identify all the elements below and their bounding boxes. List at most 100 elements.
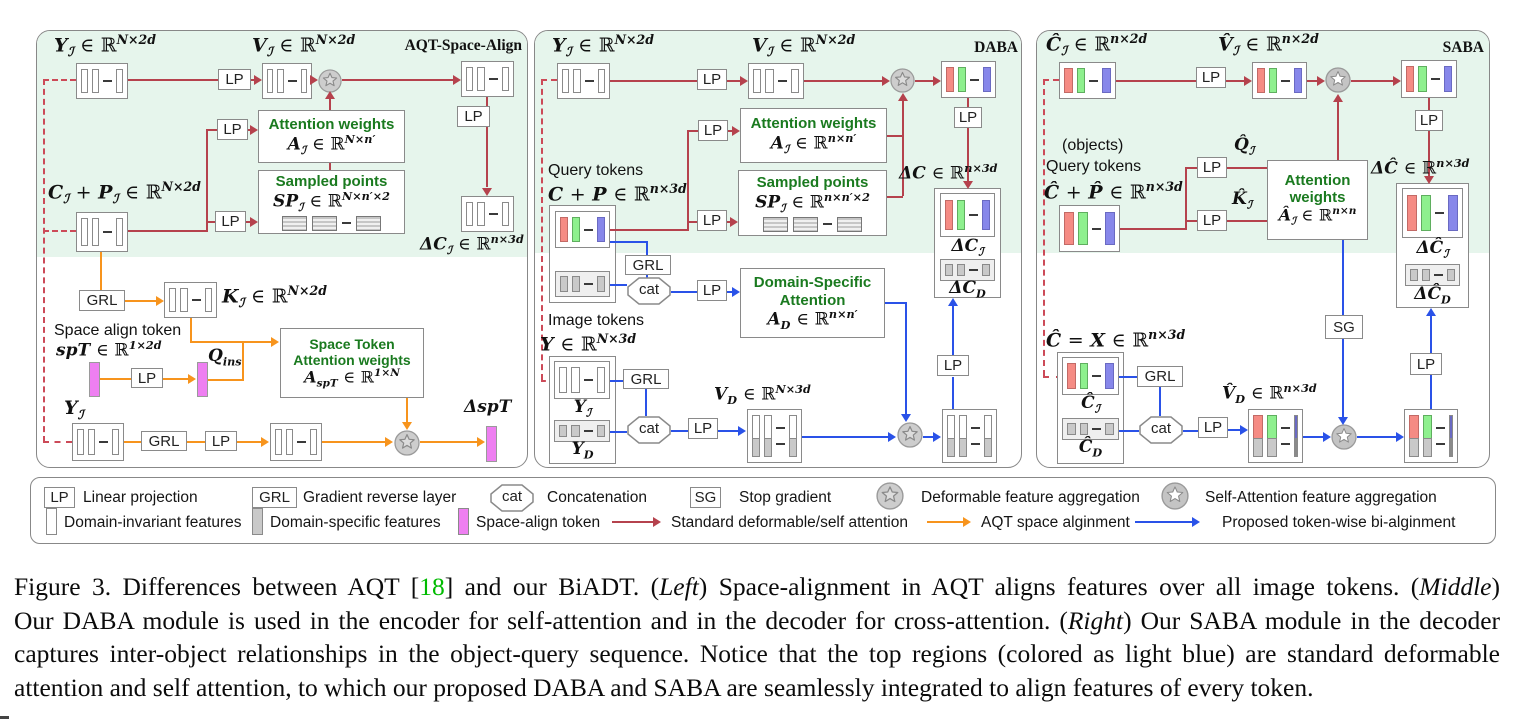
formula-cd: ĈD bbox=[1078, 437, 1103, 460]
query-pos-token-box bbox=[76, 212, 128, 252]
space-align-bar-icon bbox=[458, 508, 469, 535]
flow-line bbox=[718, 430, 739, 433]
arrowhead bbox=[1244, 76, 1252, 86]
flow-line bbox=[163, 378, 189, 381]
grl-block: GRL bbox=[1137, 366, 1183, 387]
objects-label: (objects) bbox=[1062, 137, 1124, 154]
red-arrow-icon bbox=[612, 521, 654, 524]
lp-block: LP bbox=[217, 119, 248, 140]
identity-dashed-line bbox=[43, 230, 76, 232]
flow-line bbox=[187, 441, 205, 444]
flow-line bbox=[100, 252, 103, 290]
formula-qins: Qins bbox=[208, 346, 242, 369]
grl-block: GRL bbox=[252, 487, 297, 508]
formula-yall: Y ∈ ℝN×3d bbox=[540, 331, 637, 356]
value-token-box bbox=[262, 63, 312, 99]
flow-line bbox=[967, 98, 970, 107]
formula-cp: Ĉ + P̂ ∈ ℝn×3d bbox=[1044, 179, 1183, 204]
panel-title: DABA bbox=[974, 39, 1018, 56]
identity-dashed-line bbox=[541, 79, 557, 81]
legend-label: Domain-specific features bbox=[270, 514, 441, 531]
attention-weights-title: Attention weights bbox=[268, 116, 395, 134]
query-token-box bbox=[1059, 62, 1116, 99]
lp-block: LP bbox=[205, 431, 237, 451]
attention-weights-box: Attention weights Aℐ ∈ ℝN×n′ bbox=[258, 110, 405, 163]
dsa-title: Domain-Specific bbox=[753, 274, 872, 292]
flow-line bbox=[124, 441, 141, 444]
flow-line bbox=[952, 377, 955, 409]
legend-label: Space-align token bbox=[476, 514, 601, 531]
flow-line bbox=[1119, 430, 1139, 433]
arrowhead bbox=[1424, 176, 1434, 184]
flow-line bbox=[610, 431, 627, 434]
flow-line bbox=[206, 129, 209, 232]
image-token-spec-box bbox=[554, 420, 610, 442]
flow-line bbox=[1226, 80, 1245, 83]
arrowhead bbox=[1192, 517, 1200, 527]
flow-line bbox=[1303, 436, 1324, 439]
flow-line bbox=[242, 341, 245, 381]
lp-block: LP bbox=[697, 69, 727, 90]
lp-block: LP bbox=[1196, 67, 1226, 88]
figure-caption: Figure 3. Differences between AQT [18] a… bbox=[14, 572, 1500, 706]
identity-dashed-line bbox=[1043, 79, 1045, 376]
key-token-box bbox=[164, 282, 217, 318]
formula-delta-ci: ΔCℐ bbox=[951, 236, 984, 259]
caption-line: captures inter-object relationships in t… bbox=[14, 639, 1500, 668]
identity-dashed-line bbox=[1043, 376, 1062, 378]
flow-line bbox=[1185, 220, 1197, 223]
flow-line bbox=[1337, 100, 1340, 160]
formula-attn: Aℐ ∈ ℝN×n′ bbox=[287, 131, 376, 157]
query-tokens-label: Query tokens bbox=[548, 162, 644, 179]
grl-block: GRL bbox=[623, 369, 669, 389]
formula-dsa: AD ∈ ℝn×n′ bbox=[767, 306, 858, 332]
legend-label: Linear projection bbox=[83, 489, 198, 506]
formula-delta-ci: ΔĈℐ bbox=[1416, 238, 1449, 261]
token-box bbox=[270, 423, 322, 461]
arrowhead bbox=[1333, 94, 1343, 102]
flow-line bbox=[610, 284, 627, 287]
sampled-points-stacks bbox=[763, 216, 862, 232]
formula-cx: Ĉ = X ∈ ℝn×3d bbox=[1046, 327, 1186, 352]
dsa-title2: Attention bbox=[779, 291, 846, 309]
arrowhead bbox=[1317, 76, 1325, 86]
arrowhead bbox=[888, 432, 896, 442]
flow-line bbox=[687, 130, 690, 231]
caption-line: Our DABA module is used in the encoder f… bbox=[14, 605, 1500, 635]
delta-cd-token-box bbox=[1405, 264, 1460, 286]
lp-block: LP bbox=[131, 368, 163, 388]
attention-weights-box: Attention weights Âℐ ∈ ℝn×n bbox=[1267, 160, 1368, 240]
flow-line bbox=[1119, 376, 1137, 379]
lp-block: LP bbox=[1410, 353, 1442, 375]
flow-line bbox=[190, 341, 272, 344]
attention-weights-box: Attention weights Aℐ ∈ ℝn×n′ bbox=[740, 108, 887, 163]
flow-line bbox=[1185, 167, 1197, 170]
legend-label: Standard deformable/self attention bbox=[671, 514, 908, 531]
arrowhead bbox=[963, 181, 973, 189]
lp-block: LP bbox=[688, 418, 718, 439]
arrowhead bbox=[482, 188, 492, 196]
sampled-points-title: Sampled points bbox=[756, 174, 869, 192]
formula-delta-cd: ΔCD bbox=[949, 278, 986, 301]
grl-block: GRL bbox=[79, 290, 125, 311]
formula-sp: SPℐ ∈ ℝn×n′×2 bbox=[755, 189, 870, 215]
blue-arrow-icon bbox=[1135, 521, 1193, 524]
image-token-box bbox=[76, 63, 128, 99]
aligned-token-box bbox=[1401, 60, 1457, 98]
formula-delta-cd: ΔĈD bbox=[1414, 284, 1451, 307]
flow-line bbox=[952, 306, 955, 355]
formula-k: Kℐ ∈ ℝN×2d bbox=[222, 283, 327, 311]
arrowhead bbox=[325, 91, 335, 99]
legend-label: Stop gradient bbox=[739, 489, 832, 506]
output-token-box bbox=[942, 409, 997, 463]
arrowhead bbox=[1393, 76, 1401, 86]
value-token-box bbox=[1252, 62, 1307, 99]
flow-line bbox=[887, 135, 903, 138]
orange-arrow-icon bbox=[927, 521, 964, 524]
delta-spt-bar bbox=[486, 426, 497, 462]
deformable-aggregation-icon bbox=[890, 68, 915, 93]
arrowhead bbox=[963, 517, 971, 527]
self-attention-aggregation-icon bbox=[1161, 482, 1189, 510]
formula-vd: VD ∈ ℝN×3d bbox=[714, 382, 811, 408]
flow-line bbox=[1342, 339, 1345, 417]
